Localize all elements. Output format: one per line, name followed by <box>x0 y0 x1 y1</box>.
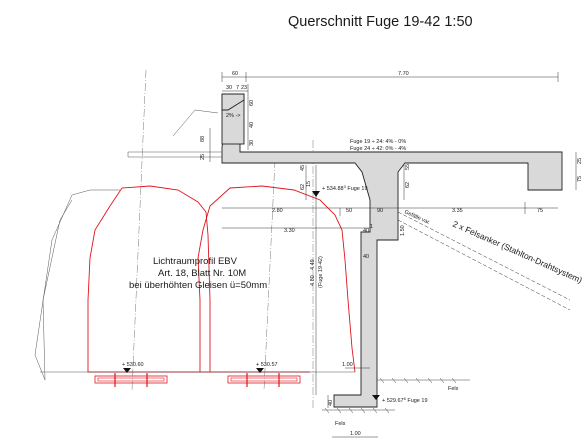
drawing-title: Querschnitt Fuge 19-42 1:50 <box>288 14 473 30</box>
track-axis-right <box>263 159 276 391</box>
dimension-values: 60 7.70 30 7 23 88 25 40 60 30 45 62 15 … <box>200 71 583 437</box>
svg-text:30: 30 <box>249 140 255 146</box>
svg-text:50: 50 <box>346 208 352 214</box>
track-right <box>227 373 301 387</box>
svg-text:55: 55 <box>405 164 411 170</box>
fuge-range-label: (Fuge 19-42) <box>318 256 324 288</box>
rock-anchor-1 <box>397 211 571 301</box>
svg-text:75: 75 <box>537 208 543 214</box>
svg-text:40: 40 <box>328 400 334 406</box>
rock-label-2: Fels <box>335 421 346 427</box>
svg-text:88: 88 <box>200 136 206 142</box>
elevation-track-left: + 530.60 <box>122 362 144 368</box>
svg-text:90: 90 <box>377 208 383 214</box>
handrail <box>172 109 219 137</box>
svg-text:7.70: 7.70 <box>398 71 409 77</box>
rock-ground <box>322 377 470 414</box>
svg-text:1.00: 1.00 <box>350 431 361 437</box>
elevation-track-right: + 530.57 <box>256 362 278 368</box>
svg-text:45: 45 <box>300 165 306 171</box>
rock-anchor-label: 2 x Felsanker (Stahlton-Drahtsystem) <box>451 219 584 285</box>
rock-label-1: Fels <box>448 386 459 392</box>
existing-wall-outline <box>34 189 120 381</box>
svg-text:1.50: 1.50 <box>400 225 406 236</box>
clearance-profile-left <box>87 185 211 373</box>
svg-text:23: 23 <box>241 85 247 91</box>
svg-text:15: 15 <box>306 181 312 187</box>
svg-text:25: 25 <box>200 154 206 160</box>
svg-text:60: 60 <box>232 71 238 77</box>
svg-text:40: 40 <box>363 228 369 234</box>
clearance-profile-right <box>197 185 356 373</box>
svg-text:62: 62 <box>405 182 411 188</box>
svg-text:4.80: 4.80 <box>310 275 316 286</box>
svg-text:40: 40 <box>249 122 255 128</box>
rock-anchor-2 <box>397 219 571 311</box>
fuge-note-b: Fuge 24 ÷ 42: 0% - 4% <box>350 146 406 152</box>
svg-text:3.35: 3.35 <box>452 208 463 214</box>
svg-text:3.30: 3.30 <box>284 228 295 234</box>
elevation-marker-track-right <box>256 368 264 373</box>
svg-text:75: 75 <box>577 176 583 182</box>
svg-text:40: 40 <box>363 254 369 260</box>
svg-text:2.80: 2.80 <box>272 208 283 214</box>
svg-text:7: 7 <box>236 85 239 91</box>
fuge-note-a: Fuge 19 ÷ 24: 4% - 0% <box>350 139 406 145</box>
clearance-label-line2: Art. 18, Blatt Nr. 10M <box>158 268 246 279</box>
clearance-label-line1: Lichtraumprofil EBV <box>153 256 238 267</box>
elevation-marker-track-left <box>123 368 131 373</box>
svg-text:25: 25 <box>577 158 583 164</box>
svg-text:60: 60 <box>249 100 255 106</box>
track-axis-left <box>131 69 147 391</box>
svg-text:4.49: 4.49 <box>310 259 316 270</box>
track-left <box>94 373 168 387</box>
elevation-top: + 534.883 Fuge 19 <box>322 184 368 192</box>
svg-text:30: 30 <box>226 85 232 91</box>
svg-text:1.00: 1.00 <box>342 362 353 368</box>
elevation-bottom: + 529.676 Fuge 19 <box>382 396 428 404</box>
svg-text:1: 1 <box>370 224 373 230</box>
concrete-structure <box>221 127 563 408</box>
elevation-marker-bottom <box>372 395 380 400</box>
elevation-marker-top <box>312 191 320 197</box>
svg-text:62: 62 <box>300 184 306 190</box>
dimension-lines <box>209 72 577 438</box>
existing-wall-inner <box>42 199 73 381</box>
clearance-label-line3: bei überhöhten Gleisen ü=50mm <box>129 280 267 291</box>
slope-label: Gefälle var. <box>403 209 431 226</box>
percent-label: 2% -> <box>226 113 241 119</box>
